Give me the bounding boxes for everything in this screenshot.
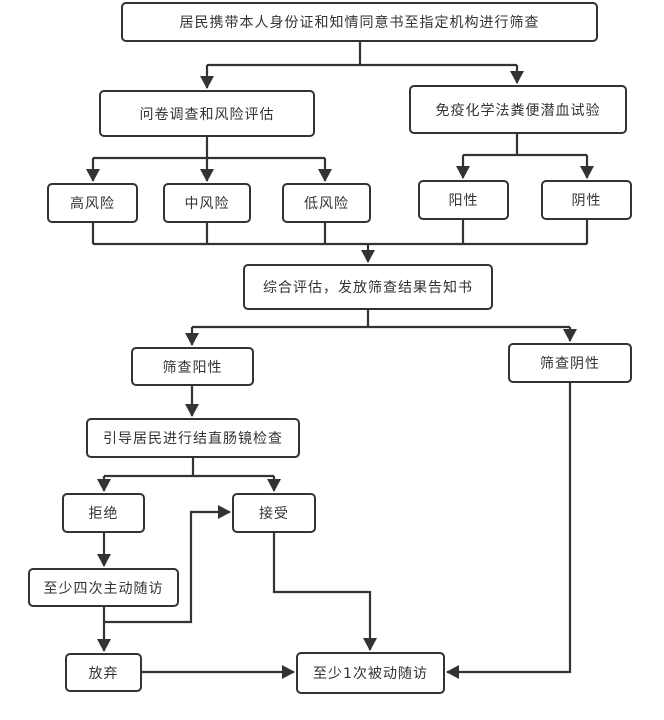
node-refuse: 拒绝 bbox=[62, 493, 145, 533]
node-screen-negative: 筛查阴性 bbox=[508, 343, 632, 383]
node-high-risk: 高风险 bbox=[47, 183, 138, 223]
node-start: 居民携带本人身份证和知情同意书至指定机构进行筛查 bbox=[121, 2, 598, 42]
arrow-head-icon bbox=[563, 329, 577, 342]
arrow-head-icon bbox=[185, 404, 199, 417]
arrow-head-icon bbox=[446, 665, 459, 679]
arrow-head-icon bbox=[282, 665, 295, 679]
arrow-head-icon bbox=[97, 639, 111, 652]
node-accept: 接受 bbox=[232, 493, 316, 533]
arrow-head-icon bbox=[267, 479, 281, 492]
edge-followup-to-accept bbox=[104, 510, 230, 624]
arrow-head-icon bbox=[456, 166, 470, 179]
node-comprehensive-evaluation: 综合评估，发放筛查结果告知书 bbox=[243, 264, 493, 310]
node-give-up: 放弃 bbox=[65, 653, 142, 692]
arrow-head-icon bbox=[361, 250, 375, 263]
arrow-head-icon bbox=[185, 333, 199, 346]
node-negative: 阴性 bbox=[541, 180, 632, 220]
node-fit-test: 免疫化学法粪便潜血试验 bbox=[409, 85, 627, 134]
arrow-head-icon bbox=[86, 169, 100, 182]
edge-screen-negative-to-passive bbox=[447, 383, 572, 674]
node-positive: 阳性 bbox=[418, 180, 509, 220]
arrow-head-icon bbox=[97, 554, 111, 567]
arrow-head-icon bbox=[318, 169, 332, 182]
edge-accept-to-passive bbox=[272, 533, 372, 650]
arrow-head-icon bbox=[200, 76, 214, 89]
arrow-head-icon bbox=[218, 505, 231, 519]
node-low-risk: 低风险 bbox=[282, 183, 371, 223]
node-passive-followup: 至少1次被动随访 bbox=[296, 652, 445, 694]
node-questionnaire: 问卷调查和风险评估 bbox=[99, 90, 315, 137]
node-active-followup: 至少四次主动随访 bbox=[28, 568, 179, 607]
node-mid-risk: 中风险 bbox=[163, 183, 251, 223]
arrow-head-icon bbox=[580, 166, 594, 179]
arrow-head-icon bbox=[97, 479, 111, 492]
arrow-head-icon bbox=[510, 71, 524, 84]
node-screen-positive: 筛查阳性 bbox=[131, 347, 254, 386]
arrow-head-icon bbox=[200, 169, 214, 182]
node-colonoscopy: 引导居民进行结直肠镜检查 bbox=[86, 418, 300, 458]
arrow-head-icon bbox=[363, 638, 377, 651]
